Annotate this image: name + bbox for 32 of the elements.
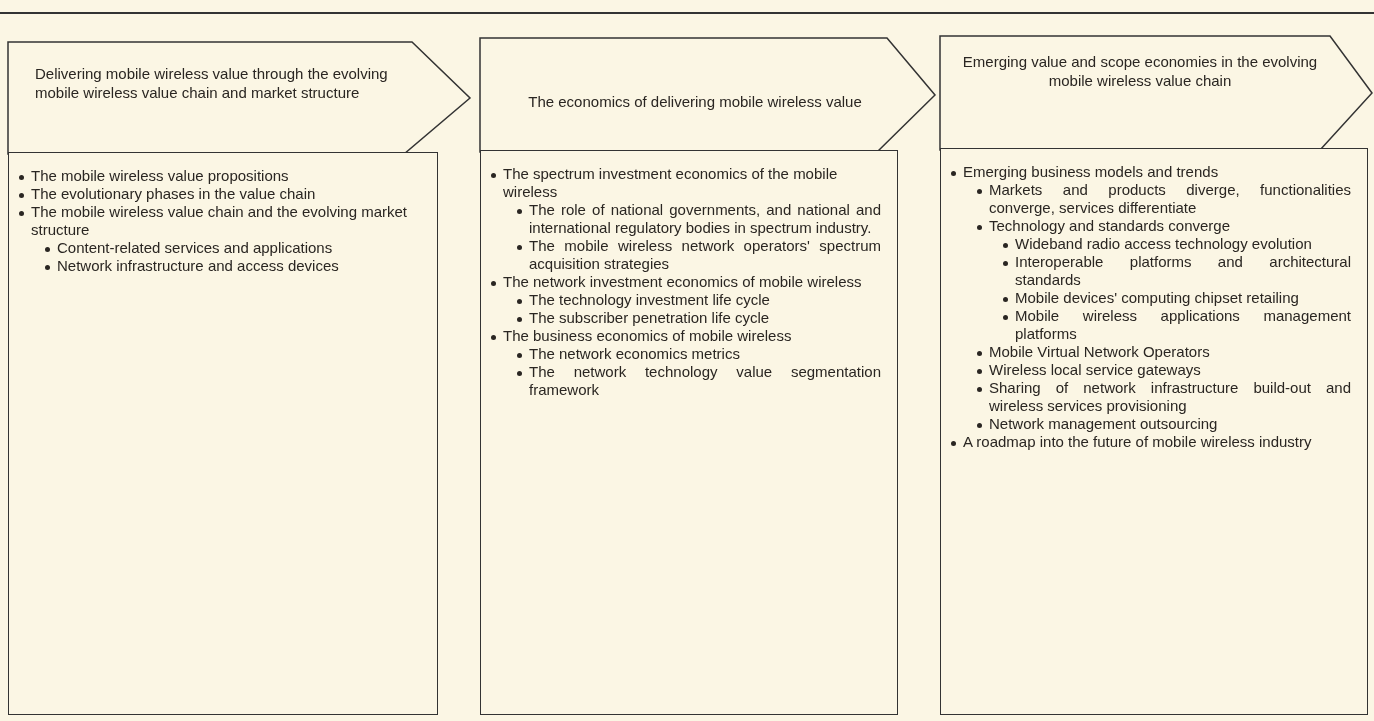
bullet-text: The evolutionary phases in the value chain bbox=[31, 185, 317, 203]
bullet-text: Mobile wireless applications management platforms bbox=[1015, 307, 1351, 343]
chevron-header bbox=[940, 36, 1372, 150]
bullet-text: Markets and products diverge, functionalities converge, services differentiate bbox=[989, 181, 1351, 217]
bullet-text: The business economics of mobile wireless bbox=[503, 327, 793, 345]
bullet-text: Mobile Virtual Network Operators bbox=[989, 343, 1211, 361]
bullet-text: Mobile devices' computing chipset retailing bbox=[1015, 289, 1300, 307]
header-text: Emerging value and scope economies in the evolving mobile wireless value chain bbox=[961, 52, 1319, 90]
bullet-text: The network technology value segmentation framework bbox=[529, 363, 881, 399]
bullet-text: The network economics metrics bbox=[529, 345, 741, 363]
bullet-text: A roadmap into the future of mobile wireless industry bbox=[963, 433, 1313, 451]
bullet-text: Wireless local service gateways bbox=[989, 361, 1202, 379]
bullet-text: The technology investment life cycle bbox=[529, 291, 771, 309]
bullet-text: Network management outsourcing bbox=[989, 415, 1219, 433]
bullet-text: Network infrastructure and access devices bbox=[57, 257, 340, 275]
bullet-text: The mobile wireless value chain and the evolving market structure bbox=[31, 203, 409, 239]
bullet-text: Sharing of network infrastructure build-out and wireless services provisioning bbox=[989, 379, 1351, 415]
bullet-text: Wideband radio access technology evolution bbox=[1015, 235, 1313, 253]
bullet-text: The subscriber penetration life cycle bbox=[529, 309, 771, 327]
bullet-text: Emerging business models and trends bbox=[963, 163, 1220, 181]
bullet-text: The mobile wireless value propositions bbox=[31, 167, 290, 185]
bullet-text: Technology and standards converge bbox=[989, 217, 1231, 235]
bullet-text: The role of national governments, and national and international regulatory bodies in spectrum industry. bbox=[529, 201, 881, 237]
bullet-text: The mobile wireless network operators' spectrum acquisition strategies bbox=[529, 237, 881, 273]
bullet-text: Interoperable platforms and architectural standards bbox=[1015, 253, 1351, 289]
header-text: Delivering mobile wireless value through the evolving mobile wireless value chain and market structure bbox=[35, 64, 389, 102]
bullet-text: Content-related services and applications bbox=[57, 239, 334, 257]
chevron-header bbox=[480, 38, 935, 152]
header-text: The economics of delivering mobile wireless value bbox=[527, 92, 863, 111]
bullet-text: The spectrum investment economics of the mobile wireless bbox=[503, 165, 839, 201]
bullet-text: The network investment economics of mobile wireless bbox=[503, 273, 863, 291]
chevron-header bbox=[8, 42, 470, 154]
